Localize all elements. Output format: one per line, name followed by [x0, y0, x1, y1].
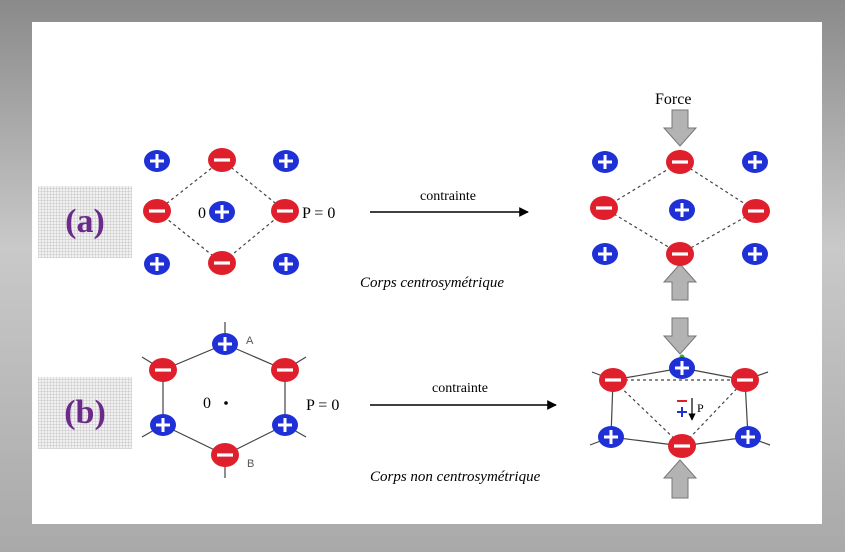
- ion-positive: [144, 253, 170, 275]
- ion-positive: [669, 357, 695, 379]
- ion-negative: [149, 358, 177, 382]
- ion-positive: [144, 150, 170, 172]
- ion-negative: [590, 196, 618, 220]
- ion-negative: [211, 443, 239, 467]
- ion-negative: [208, 148, 236, 172]
- polarization-label: P: [697, 401, 704, 415]
- force-arrow-up-icon: [662, 263, 698, 301]
- ion-positive: [592, 151, 618, 173]
- centrosymmetric-caption: Corps centrosymétrique: [360, 275, 504, 291]
- ion-negative: [271, 358, 299, 382]
- ion-positive: [212, 333, 238, 355]
- ion-negative: [731, 368, 759, 392]
- force-arrow-down-icon: [662, 317, 698, 355]
- ion-positive: [209, 201, 235, 223]
- diagram-a-right: Force: [590, 91, 770, 301]
- force-arrow-up-icon: [662, 459, 698, 499]
- force-label: Force: [655, 91, 691, 108]
- mini-minus-icon: [677, 400, 687, 402]
- contrainte-label-b: contrainte: [432, 381, 488, 396]
- diagram-b-right: P: [589, 317, 771, 499]
- ion-negative: [666, 242, 694, 266]
- ion-positive: [598, 426, 624, 448]
- ion-positive: [150, 414, 176, 436]
- force-arrow-down-icon: [662, 109, 698, 147]
- ion-positive: [669, 199, 695, 221]
- p-zero-label-a: P = 0: [302, 205, 335, 222]
- contrainte-label-a: contrainte: [420, 189, 476, 204]
- ion-negative: [143, 199, 171, 223]
- ion-positive: [273, 253, 299, 275]
- atom-label-a: A: [246, 335, 254, 347]
- p-zero-label-b: P = 0: [306, 397, 339, 414]
- origin-label-a: 0: [198, 205, 206, 222]
- ion-negative: [666, 150, 694, 174]
- ion-positive: [592, 243, 618, 265]
- label-b: (b): [38, 377, 132, 449]
- polarization-indicator: P: [677, 398, 704, 421]
- center-dot: [224, 401, 228, 405]
- ion-positive: [273, 150, 299, 172]
- non-centrosymmetric-caption: Corps non centrosymétrique: [370, 469, 541, 485]
- label-a: (a): [38, 186, 132, 258]
- ion-negative: [208, 251, 236, 275]
- ion-positive: [742, 151, 768, 173]
- ion-negative: [668, 434, 696, 458]
- ion-positive: [735, 426, 761, 448]
- ion-positive: [272, 414, 298, 436]
- ion-negative: [271, 199, 299, 223]
- ion-negative: [742, 199, 770, 223]
- diagram-a-left: 0 P = 0: [143, 148, 335, 275]
- ion-positive: [742, 243, 768, 265]
- origin-label-b: 0: [203, 395, 211, 412]
- ion-negative: [599, 368, 627, 392]
- diagram-b-left: A B 0 P = 0: [141, 322, 339, 478]
- atom-label-b: B: [247, 458, 254, 470]
